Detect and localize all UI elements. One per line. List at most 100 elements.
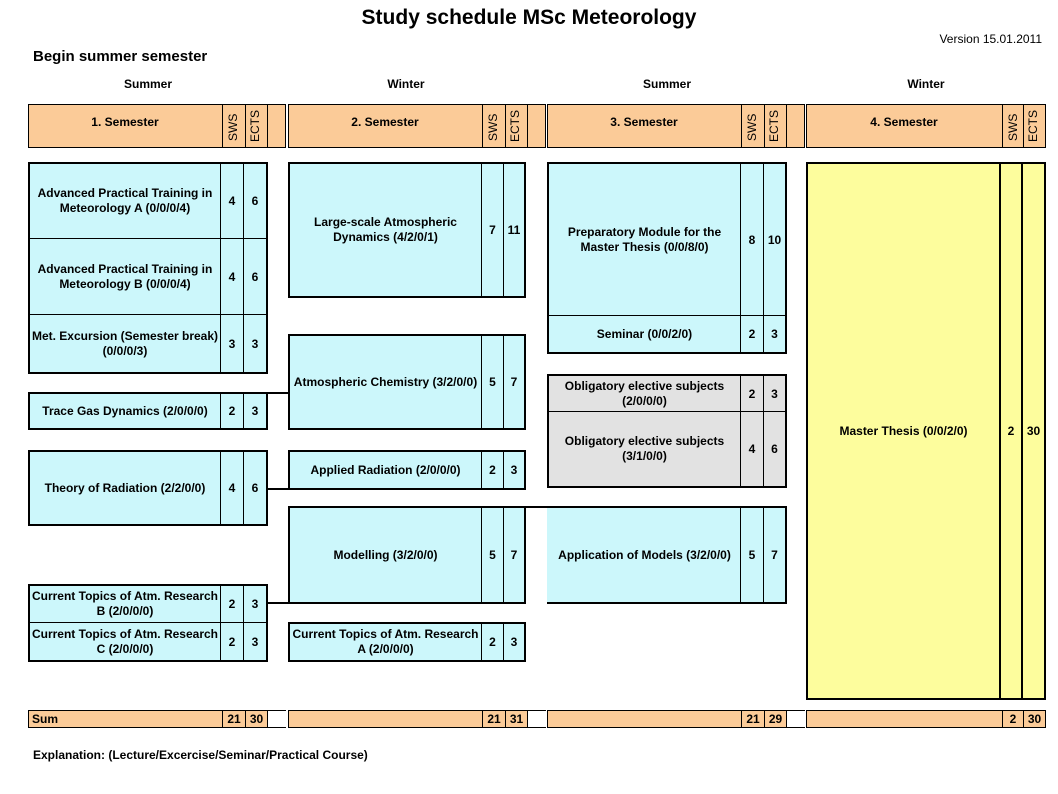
course-name: Application of Models (3/2/0/0) [558, 547, 731, 562]
sum-ects: 30 [1027, 712, 1042, 726]
course-sws: 4 [228, 481, 236, 495]
sum-row-3: 21 29 [547, 710, 805, 728]
course-ects: 6 [251, 269, 259, 284]
course-name: Obligatory elective subjects (2/0/0/0) [564, 378, 725, 408]
course-sws: 5 [489, 548, 496, 562]
sum-sws: 21 [487, 712, 501, 726]
course-box-current-topics-a [288, 622, 526, 662]
course-ects: 3 [510, 463, 518, 477]
course-sws: 2 [748, 386, 756, 401]
course-box-application-models [547, 506, 787, 604]
course-name: Applied Radiation (2/0/0/0) [310, 462, 461, 477]
sum-row-1: Sum 21 30 [28, 710, 286, 728]
sum-ects: 29 [768, 712, 783, 726]
semester-header-1: 1. Semester SWS ECTS [28, 104, 286, 148]
season-label-4: Winter [907, 77, 945, 91]
course-name: Seminar (0/0/2/0) [596, 326, 693, 341]
semester-title: 2. Semester [351, 115, 419, 129]
semester-1-block [28, 162, 268, 374]
course-name: Large-scale Atmospheric Dynamics (4/2/0/… [314, 215, 457, 244]
course-name: Advanced Practical Training in Meteorolo… [37, 186, 213, 215]
sws-header: SWS [486, 113, 500, 141]
sum-ects: 31 [509, 712, 524, 726]
course-box-master-thesis [806, 162, 1046, 700]
ects-header: ECTS [1026, 110, 1040, 143]
course-sws: 2 [1007, 424, 1015, 438]
course-name: Theory of Radiation (2/2/0/0) [44, 480, 206, 495]
course-name: Obligatory elective subjects (3/1/0/0) [564, 434, 725, 463]
sws-header: SWS [226, 113, 240, 141]
course-ects: 11 [507, 223, 521, 237]
semester-title: 4. Semester [870, 115, 938, 129]
course-ects: 6 [251, 481, 259, 495]
sum-sws: 21 [227, 712, 241, 726]
ects-header: ECTS [248, 110, 262, 143]
course-ects: 3 [771, 386, 778, 401]
course-sws: 2 [228, 634, 236, 649]
sws-header: SWS [745, 113, 759, 141]
sws-header: SWS [1006, 113, 1020, 141]
course-ects: 3 [251, 404, 259, 418]
course-ects: 3 [251, 634, 259, 649]
course-name: Atmospheric Chemistry (3/2/0/0) [293, 374, 478, 389]
course-sws: 4 [228, 269, 236, 284]
version-label: Version 15.01.2011 [939, 32, 1042, 46]
course-name: Advanced Practical Training in Meteorolo… [37, 261, 213, 291]
course-box-current-topics [28, 584, 268, 662]
course-ects: 7 [771, 548, 778, 562]
course-name: Current Topics of Atm. Research B (2/0/0… [31, 589, 219, 618]
course-ects: 3 [771, 327, 778, 341]
course-ects: 30 [1026, 424, 1041, 438]
course-sws: 5 [489, 375, 496, 389]
course-name: Master Thesis (0/0/2/0) [839, 423, 968, 438]
course-sws: 4 [228, 194, 236, 208]
course-name: Preparatory Module for the Master Thesis… [567, 224, 722, 254]
course-ects: 3 [510, 635, 518, 649]
explanation-note: Explanation: (Lecture/Excercise/Seminar/… [33, 748, 368, 762]
course-sws: 2 [489, 463, 496, 477]
course-name: Trace Gas Dynamics (2/0/0/0) [42, 403, 208, 418]
season-label-1: Summer [123, 77, 173, 91]
course-ects: 6 [251, 194, 259, 208]
season-label-2: Winter [387, 77, 425, 91]
semester-header-3: 3. Semester SWS ECTS [547, 104, 805, 148]
course-ects: 7 [510, 548, 518, 562]
ects-header: ECTS [767, 110, 781, 143]
semester-header-4: 4. Semester SWS ECTS [806, 104, 1046, 148]
semester-title: 3. Semester [610, 115, 678, 129]
course-box-prep-module [547, 162, 787, 354]
course-box-radiation [28, 450, 268, 526]
course-ects: 10 [767, 232, 782, 247]
sum-sws: 21 [746, 712, 760, 726]
course-ects: 7 [510, 375, 518, 389]
course-box-large-scale [288, 162, 526, 298]
course-sws: 2 [748, 327, 756, 341]
course-sws: 5 [748, 548, 756, 562]
sum-row-2: 21 31 [288, 710, 546, 728]
course-ects: 3 [251, 337, 259, 351]
course-box-chemistry [288, 334, 526, 430]
course-name: Modelling (3/2/0/0) [333, 547, 438, 562]
semester-header-2: 2. Semester SWS ECTS [288, 104, 546, 148]
course-name: Current Topics of Atm. Research A (2/0/0… [292, 627, 479, 656]
course-name: Current Topics of Atm. Research C (2/0/0… [31, 626, 219, 656]
course-box-electives [547, 374, 787, 488]
sum-label: Sum [32, 712, 59, 726]
course-sws: 4 [748, 442, 756, 456]
course-box-applied-radiation [288, 450, 526, 490]
sum-row-4: 2 30 [806, 710, 1046, 728]
page-title: Study schedule MSc Meteorology [361, 6, 697, 29]
season-label-3: Summer [642, 77, 692, 91]
course-sws: 2 [228, 404, 236, 418]
semester-title: 1. Semester [91, 115, 159, 129]
course-sws: 3 [228, 337, 236, 351]
course-name: Met. Excursion (Semester break) (0/0/0/3… [31, 329, 219, 358]
course-ects: 6 [771, 442, 778, 456]
course-sws: 7 [489, 223, 496, 237]
sum-ects: 30 [249, 712, 264, 726]
course-ects: 3 [251, 597, 259, 611]
sum-sws: 2 [1009, 712, 1017, 726]
course-sws: 2 [489, 635, 496, 649]
course-box-modelling [288, 506, 526, 604]
course-sws: 2 [228, 597, 236, 611]
